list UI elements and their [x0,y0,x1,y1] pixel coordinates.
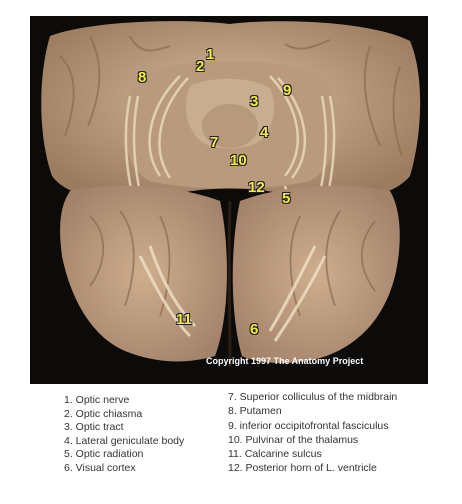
legend-item-5: 5. Optic radiation [64,448,144,460]
legend-item-7: 7. Superior colliculus of the midbrain [228,391,398,403]
label-10: 10 [230,152,247,169]
label-6: 6 [250,321,259,338]
label-1: 1 [206,46,215,63]
label-8: 8 [138,69,147,86]
brain-dissection-image: 1 2 3 4 5 6 7 8 9 10 11 12 Copyright 199… [30,16,428,384]
label-4: 4 [260,124,269,141]
legend-right: 7. Superior colliculus of the midbrain 8… [228,390,397,476]
legend-item-8: 8. Putamen [228,405,282,418]
legend-item-11: 11. Calcarine sulcus [228,448,322,461]
legend-left: 1. Optic nerve 2. Optic chiasma 3. Optic… [64,394,184,475]
label-5: 5 [282,190,291,207]
copyright-text: Copyright 1997 The Anatomy Project [206,356,364,366]
label-12: 12 [248,179,265,196]
label-3: 3 [250,93,259,110]
brain-illustration [41,21,421,367]
legend-item-12: 12. Posterior horn of L. ventricle [228,462,377,475]
legend-item-3: 3. Optic tract [64,421,124,433]
legend-item-4: 4. Lateral geniculate body [64,434,185,447]
legend-item-2: 2. Optic chiasma [64,407,143,420]
label-11: 11 [176,311,192,328]
label-9: 9 [283,82,292,99]
legend-item-1: 1. Optic nerve [64,394,130,406]
legend-item-10: 10. Pulvinar of the thalamus [228,433,359,446]
legend-item-6: 6. Visual cortex [64,461,136,474]
legend-item-9: 9. inferior occipitofrontal fasciculus [228,419,389,432]
label-7: 7 [210,134,219,151]
label-2: 2 [196,58,205,75]
